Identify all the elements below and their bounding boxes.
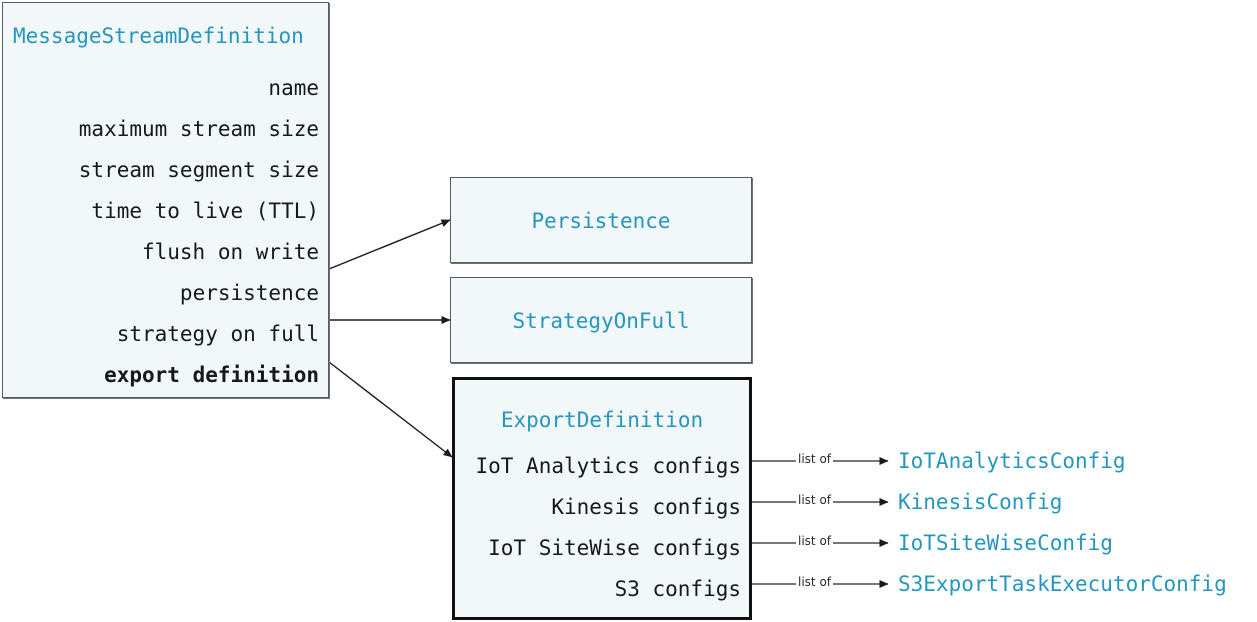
field-flush-on-write: flush on write: [141, 240, 319, 264]
export-definition-field-list: IoT Analytics configs Kinesis configs Io…: [455, 446, 741, 610]
field-strategy-on-full: strategy on full: [116, 322, 319, 346]
export-definition-box[interactable]: ExportDefinition IoT Analytics configs K…: [452, 377, 752, 620]
strategy-on-full-title: StrategyOnFull: [512, 309, 690, 333]
edge-caption-kinesis: list of: [796, 493, 834, 507]
target-iot-sitewise-config[interactable]: IoTSiteWiseConfig: [898, 531, 1113, 555]
edge-caption-iot-sitewise: list of: [796, 534, 834, 548]
message-stream-definition-title: MessageStreamDefinition: [13, 24, 304, 48]
message-stream-definition-field-list: name maximum stream size stream segment …: [3, 68, 319, 396]
field-iot-sitewise-configs: IoT SiteWise configs: [488, 536, 741, 560]
edge-caption-iot-analytics: list of: [796, 452, 834, 466]
target-kinesis-config[interactable]: KinesisConfig: [898, 490, 1063, 514]
field-persistence: persistence: [179, 281, 319, 305]
edge-export-definition: [328, 361, 453, 458]
field-kinesis-configs: Kinesis configs: [551, 495, 741, 519]
field-stream-segment-size: stream segment size: [78, 158, 319, 182]
field-name: name: [268, 76, 319, 100]
edge-persistence: [328, 219, 451, 270]
field-maximum-stream-size: maximum stream size: [78, 117, 319, 141]
field-export-definition: export definition: [104, 363, 319, 387]
field-time-to-live: time to live (TTL): [91, 199, 319, 223]
export-definition-title: ExportDefinition: [500, 408, 704, 432]
persistence-title: Persistence: [531, 209, 671, 233]
field-s3-configs: S3 configs: [614, 577, 741, 601]
field-iot-analytics-configs: IoT Analytics configs: [475, 454, 741, 478]
strategy-on-full-box[interactable]: StrategyOnFull: [450, 277, 752, 363]
message-stream-definition-box[interactable]: MessageStreamDefinition name maximum str…: [2, 2, 329, 398]
edge-caption-s3: list of: [796, 575, 834, 589]
persistence-box[interactable]: Persistence: [450, 177, 752, 263]
target-iot-analytics-config[interactable]: IoTAnalyticsConfig: [898, 449, 1126, 473]
target-s3-export-task-executor-config[interactable]: S3ExportTaskExecutorConfig: [898, 572, 1227, 596]
